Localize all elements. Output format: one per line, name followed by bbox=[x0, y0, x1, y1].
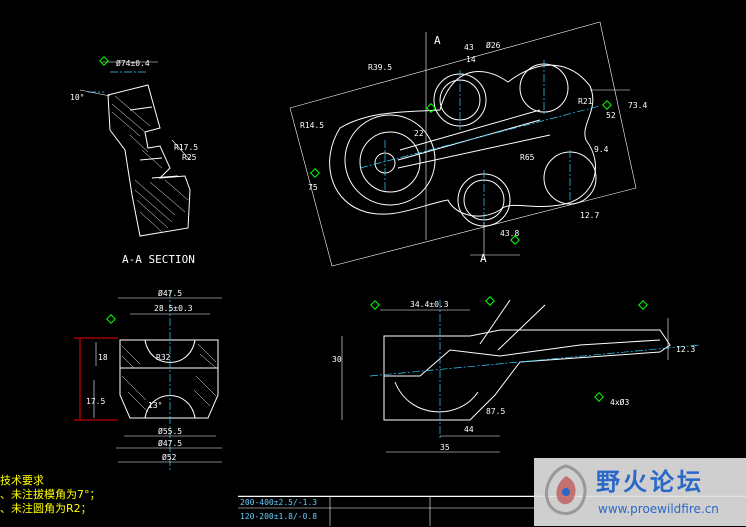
title-block-row-2: 120-200±1.8/-0.8 bbox=[240, 512, 318, 521]
dim-r175: R17.5 bbox=[174, 143, 198, 152]
side-view: 30 34.4±0.3 44 35 87.5 4xØ3 12.3 bbox=[332, 296, 701, 453]
note-item-2: 、未注圆角为R2； bbox=[0, 502, 92, 515]
technical-requirements: 技术要求 、未注拔模角为7°； 、未注圆角为R2； bbox=[0, 474, 101, 516]
dim-285: 28.5±0.3 bbox=[154, 304, 193, 313]
dim-52: 52 bbox=[606, 111, 616, 120]
dim-10deg: 10° bbox=[70, 93, 84, 102]
section-title: A-A SECTION bbox=[122, 253, 195, 266]
watermark-title: 野火论坛 bbox=[596, 468, 704, 496]
dim-r821: R21 bbox=[578, 97, 593, 106]
dim-438: 43.8 bbox=[500, 229, 519, 238]
green-diamond-marker bbox=[426, 103, 436, 113]
section-mark-a-bottom: A bbox=[480, 252, 487, 265]
front-view: Ø47.5 28.5±0.3 18 17.5 R32 13° Ø55.5 Ø47… bbox=[74, 288, 222, 470]
dim-phi74: Ø74±0.4 bbox=[116, 58, 150, 68]
forum-watermark: 野火论坛 www.proewildfire.cn bbox=[534, 458, 746, 526]
dim-14: 14 bbox=[466, 55, 476, 64]
dim-18: 18 bbox=[98, 353, 108, 362]
note-item-1: 、未注拔模角为7°； bbox=[0, 488, 101, 501]
dim-r145: R14.5 bbox=[300, 121, 324, 130]
green-diamond-marker bbox=[510, 235, 520, 245]
dim-30: 30 bbox=[332, 355, 342, 364]
green-diamond-marker bbox=[485, 296, 495, 306]
green-diamond-marker bbox=[602, 100, 612, 110]
watermark-url: www.proewildfire.cn bbox=[598, 502, 719, 516]
dim-127: 12.7 bbox=[580, 211, 599, 220]
green-diamond-marker bbox=[370, 300, 380, 310]
dim-phi52: Ø52 bbox=[162, 452, 177, 462]
dim-13deg: 13° bbox=[148, 401, 162, 410]
dim-r395: R39.5 bbox=[368, 63, 392, 72]
dim-phi475-bottom: Ø47.5 bbox=[158, 438, 182, 448]
title-block: 200-400±2.5/-1.3 120-200±1.8/-0.8 bbox=[238, 496, 746, 527]
dim-4xphi3: 4xØ3 bbox=[610, 397, 629, 407]
dim-22: 22 bbox=[414, 129, 424, 138]
title-block-row-1: 200-400±2.5/-1.3 bbox=[240, 498, 318, 507]
section-mark-a-top: A bbox=[434, 34, 441, 47]
dim-875: 87.5 bbox=[486, 407, 505, 416]
dim-r25: R25 bbox=[182, 153, 197, 162]
dim-734: 73.4 bbox=[628, 101, 647, 110]
notes-heading: 技术要求 bbox=[0, 474, 44, 487]
dim-123: 12.3 bbox=[676, 345, 695, 354]
dim-44: 44 bbox=[464, 425, 474, 434]
dim-r32: R32 bbox=[156, 353, 171, 362]
dim-r65: R65 bbox=[520, 153, 535, 162]
green-diamond-marker bbox=[99, 56, 109, 66]
dim-94: 9.4 bbox=[594, 145, 609, 154]
section-view: Ø74±0.4 10° R17.5 R25 A-A SECTION bbox=[70, 56, 198, 266]
dim-43: 43 bbox=[464, 43, 474, 52]
dim-344: 34.4±0.3 bbox=[410, 300, 449, 309]
top-view: A A 43 14 Ø26 R39.5 R14.5 R21 52 73.4 75… bbox=[289, 21, 647, 267]
green-diamond-marker bbox=[310, 168, 320, 178]
green-diamond-marker bbox=[106, 314, 116, 324]
dim-75: 75 bbox=[308, 183, 318, 192]
dim-35: 35 bbox=[440, 443, 450, 452]
dim-phi555: Ø55.5 bbox=[158, 426, 182, 436]
dim-phi26: Ø26 bbox=[486, 40, 501, 50]
dim-phi475-top: Ø47.5 bbox=[158, 288, 182, 298]
dim-175: 17.5 bbox=[86, 397, 105, 406]
green-diamond-marker bbox=[638, 300, 648, 310]
green-diamond-marker bbox=[594, 392, 604, 402]
forum-logo-icon bbox=[544, 464, 587, 515]
